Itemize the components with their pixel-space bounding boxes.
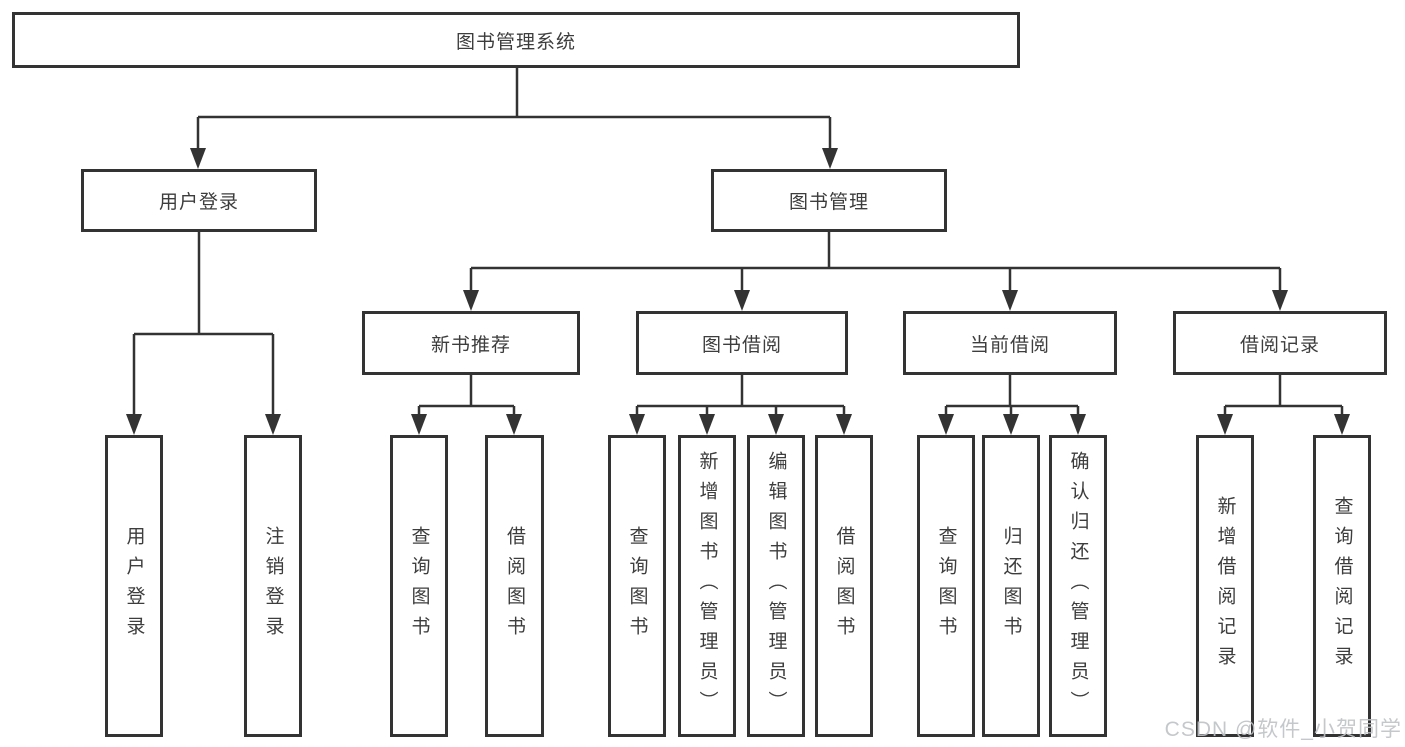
node-user-login: 用户登录 [81, 169, 317, 232]
node-book-management-label: 图书管理 [788, 192, 869, 213]
arrow-icon [1217, 414, 1233, 435]
node-book-management: 图书管理 [711, 169, 947, 232]
arrow-icon [190, 148, 206, 169]
node-leaf-logout-label: 注销登录 [262, 526, 284, 646]
node-book-borrowing-label: 图书借阅 [701, 334, 782, 356]
csdn-watermark: CSDN @软件_小贺同学 [1164, 718, 1402, 741]
arrow-icon [938, 414, 954, 435]
node-book-borrowing: 图书借阅 [636, 311, 848, 375]
node-leaf-user-login-label: 用户登录 [123, 526, 145, 646]
arrow-icon [1003, 414, 1019, 435]
node-cb-confirm-return-admin-label: 确认归还（管理员） [1067, 451, 1089, 721]
node-br-add-record: 新增借阅记录 [1196, 435, 1254, 737]
node-bb-query-book-label: 查询图书 [626, 526, 648, 646]
arrow-icon [1070, 414, 1086, 435]
arrow-icon [734, 290, 750, 311]
node-borrow-records-label: 借阅记录 [1239, 334, 1320, 356]
node-br-query-record: 查询借阅记录 [1313, 435, 1371, 737]
arrow-icon [1002, 290, 1018, 311]
node-borrow-records: 借阅记录 [1173, 311, 1387, 375]
node-user-login-label: 用户登录 [158, 192, 239, 213]
node-new-book-recommend-label: 新书推荐 [430, 334, 511, 356]
node-cb-return-book-label: 归还图书 [1000, 526, 1022, 646]
node-bb-edit-book-admin-label: 编辑图书（管理员） [765, 451, 787, 721]
arrowheads [126, 148, 1350, 435]
node-leaf-logout: 注销登录 [244, 435, 302, 737]
node-bb-query-book: 查询图书 [608, 435, 666, 737]
arrow-icon [822, 148, 838, 169]
node-br-query-record-label: 查询借阅记录 [1331, 496, 1353, 676]
node-cb-query-book-label: 查询图书 [935, 526, 957, 646]
node-new-book-recommend: 新书推荐 [362, 311, 580, 375]
arrow-icon [506, 414, 522, 435]
node-rec-query-book: 查询图书 [390, 435, 448, 737]
node-br-add-record-label: 新增借阅记录 [1214, 496, 1236, 676]
node-bb-add-book-admin-label: 新增图书（管理员） [696, 451, 718, 721]
node-rec-borrow-book: 借阅图书 [485, 435, 544, 737]
node-current-borrowing: 当前借阅 [903, 311, 1117, 375]
arrow-icon [265, 414, 281, 435]
node-root: 图书管理系统 [12, 12, 1020, 68]
node-root-label: 图书管理系统 [455, 31, 576, 53]
node-leaf-user-login: 用户登录 [105, 435, 163, 737]
arrow-icon [836, 414, 852, 435]
arrow-icon [1272, 290, 1288, 311]
node-bb-borrow-book-label: 借阅图书 [833, 526, 855, 646]
node-current-borrowing-label: 当前借阅 [969, 334, 1050, 356]
arrow-icon [411, 414, 427, 435]
arrow-icon [629, 414, 645, 435]
node-rec-query-book-label: 查询图书 [408, 526, 430, 646]
node-cb-return-book: 归还图书 [982, 435, 1040, 737]
arrow-icon [1334, 414, 1350, 435]
node-bb-add-book-admin: 新增图书（管理员） [678, 435, 736, 737]
node-bb-edit-book-admin: 编辑图书（管理员） [747, 435, 805, 737]
arrow-icon [126, 414, 142, 435]
node-bb-borrow-book: 借阅图书 [815, 435, 873, 737]
arrow-icon [463, 290, 479, 311]
arrow-icon [699, 414, 715, 435]
node-cb-confirm-return-admin: 确认归还（管理员） [1049, 435, 1107, 737]
node-rec-borrow-book-label: 借阅图书 [504, 526, 525, 646]
node-cb-query-book: 查询图书 [917, 435, 975, 737]
arrow-icon [768, 414, 784, 435]
